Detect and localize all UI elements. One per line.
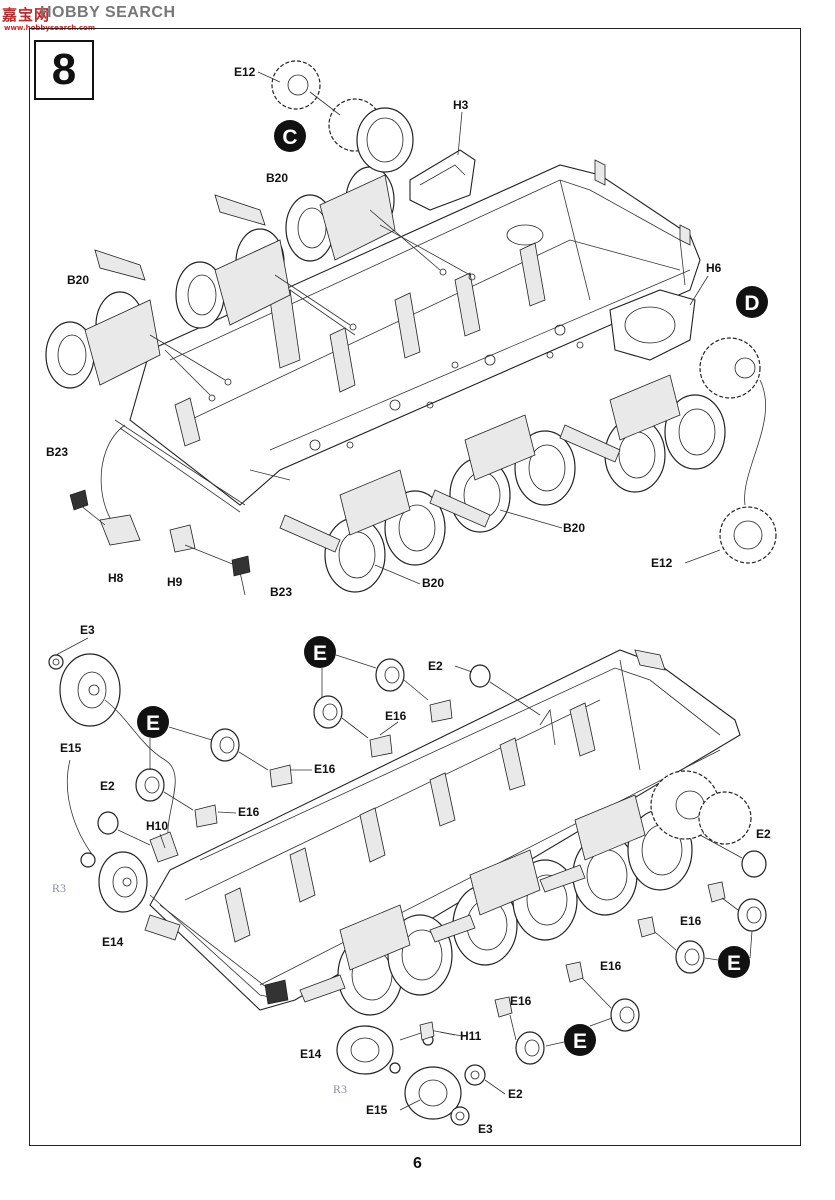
- idler-wheel-rear-set: [48, 653, 179, 913]
- step-number-box: 8: [34, 40, 94, 100]
- top-assembly: C D E12 H3 B20 B20 H6 B23 H8 H9 B23 B20 …: [45, 60, 777, 599]
- callout-e-1: E: [304, 636, 336, 668]
- part-label: E16: [314, 762, 336, 776]
- drive-sprocket-c: [271, 60, 476, 211]
- part-label: H10: [146, 819, 168, 833]
- part-label: E2: [508, 1087, 523, 1101]
- callout-e-label: E: [146, 712, 160, 735]
- part-label: E16: [238, 805, 260, 819]
- part-label: E3: [80, 623, 95, 637]
- part-label: E3: [478, 1122, 493, 1136]
- callout-e-4: E: [564, 1024, 596, 1056]
- callout-e-label: E: [727, 952, 741, 975]
- part-label: H9: [167, 575, 183, 589]
- part-label: E16: [680, 914, 702, 928]
- right-road-wheel-set-top: [279, 289, 777, 593]
- part-label: B20: [563, 521, 585, 535]
- callout-d: D: [736, 286, 768, 318]
- part-label: E15: [60, 741, 82, 755]
- part-label: R3: [333, 1082, 347, 1096]
- bottom-assembly: E E E E E3 E15 E2 E16 E16 E2 E16 H10 R3: [48, 623, 771, 1136]
- callout-e-3: E: [718, 946, 750, 978]
- part-label: E14: [300, 1047, 322, 1061]
- watermark-logo: 嘉宝网: [2, 6, 51, 24]
- part-label: R3: [52, 881, 66, 895]
- e-part-bushings: [97, 658, 767, 1065]
- part-label: B20: [422, 576, 444, 590]
- callout-e-label: E: [573, 1030, 587, 1053]
- callout-d-label: D: [744, 292, 759, 315]
- callout-e-label: E: [313, 642, 327, 665]
- part-label: B23: [270, 585, 292, 599]
- upper-hull-top-view: [129, 159, 701, 506]
- road-wheel-set-bottom: [144, 770, 752, 1016]
- part-label: E2: [100, 779, 115, 793]
- idler-wheel-front-set: [336, 1025, 486, 1126]
- callout-c: C: [274, 120, 306, 152]
- callout-e-2: E: [137, 706, 169, 738]
- part-label: H6: [706, 261, 722, 275]
- part-label: H8: [108, 571, 124, 585]
- part-label: E16: [385, 709, 407, 723]
- part-label: E2: [428, 659, 443, 673]
- callout-c-label: C: [282, 126, 297, 149]
- part-label: E14: [102, 935, 124, 949]
- step-number: 8: [51, 45, 77, 94]
- part-label: H3: [453, 98, 469, 112]
- part-label: E16: [600, 959, 622, 973]
- part-label: B23: [46, 445, 68, 459]
- part-label: E12: [234, 65, 256, 79]
- part-label: E16: [510, 994, 532, 1008]
- hull-side-brackets: [69, 419, 251, 577]
- part-label: B20: [67, 273, 89, 287]
- left-road-wheel-set-top: [45, 166, 476, 402]
- part-label: E12: [651, 556, 673, 570]
- page-number: 6: [413, 1155, 422, 1172]
- page-frame: [29, 28, 801, 1146]
- part-label: B20: [266, 171, 288, 185]
- part-label: H11: [460, 1029, 482, 1043]
- watermark-text: HOBBY SEARCH: [40, 4, 176, 21]
- lower-hull-bottom-view: [149, 649, 741, 1011]
- part-label: E2: [756, 827, 771, 841]
- part-label: E15: [366, 1103, 388, 1117]
